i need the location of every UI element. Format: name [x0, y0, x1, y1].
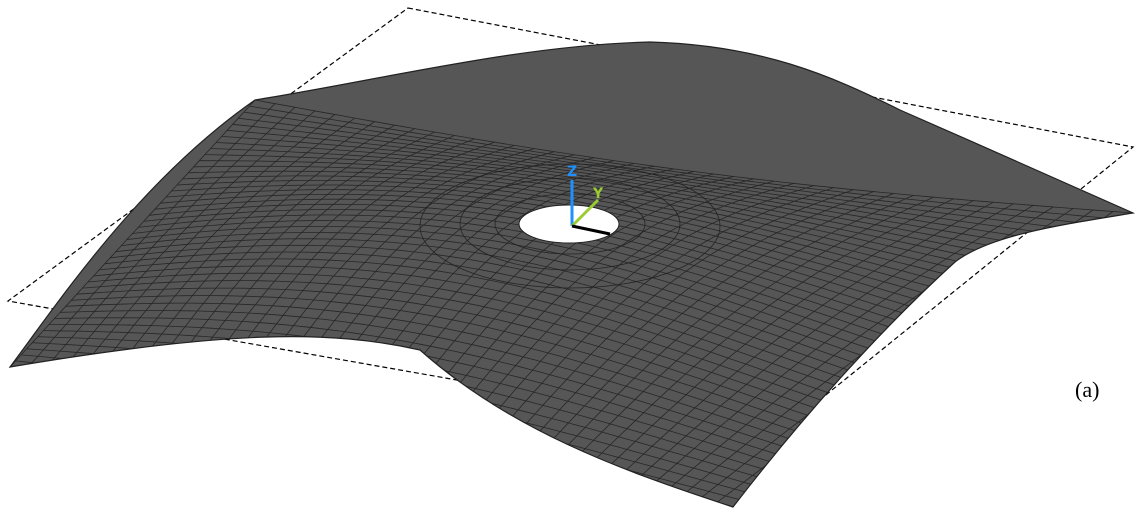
mesh-line-v [256, 151, 555, 402]
mesh-grid [10, 99, 1133, 507]
mesh-line-v [650, 205, 1034, 487]
mesh-line-v [502, 189, 854, 451]
mesh-line-v [272, 154, 575, 405]
mesh-line-v [634, 203, 1014, 482]
mesh-line-v [91, 117, 356, 378]
mesh-line-v [453, 183, 794, 440]
y-axis-label: Y [592, 186, 604, 202]
mesh-line-v [206, 141, 495, 395]
mesh-line-v [75, 114, 336, 376]
mesh-line-v [436, 180, 774, 436]
mesh-line-v [190, 138, 475, 392]
mesh-line-v [519, 191, 874, 454]
mesh-line-v [157, 131, 435, 387]
mesh-line-v [486, 187, 834, 447]
z-axis-label: Z [567, 164, 577, 180]
mesh-line-v [535, 193, 894, 458]
mesh-line-v [58, 110, 316, 374]
x-axis-line [571, 224, 611, 236]
mesh-line-v [173, 135, 455, 390]
mesh-line-v [568, 196, 934, 466]
undeformed-outline [6, 7, 1135, 437]
mesh-line-v [387, 173, 715, 426]
mesh-line-v [601, 200, 974, 474]
mesh-line-v [141, 128, 415, 385]
mesh-line-v [10, 99, 256, 368]
mesh-line-v [223, 145, 515, 397]
mesh-line-v [42, 107, 296, 372]
mesh-line-v [288, 157, 595, 408]
mesh-line-v [469, 185, 814, 443]
mesh-line-v [404, 176, 734, 429]
mesh-line-v [26, 103, 276, 370]
mesh-line-v [552, 195, 914, 462]
mesh-line-v [617, 201, 994, 478]
coordinate-triad: Z Y [567, 164, 611, 236]
mesh-line-v [371, 171, 695, 423]
y-axis-line [570, 198, 600, 228]
center-hole [518, 204, 620, 244]
mesh-line-v [584, 198, 954, 470]
mesh-line-v [124, 124, 395, 383]
mesh-line-v [108, 121, 375, 381]
mesh-line-v [420, 178, 754, 433]
panel-label: (a) [1075, 377, 1100, 402]
hole-ripple-lines [419, 163, 721, 289]
deformed-plate-surface [8, 41, 1136, 508]
mesh-line-v [239, 148, 535, 400]
